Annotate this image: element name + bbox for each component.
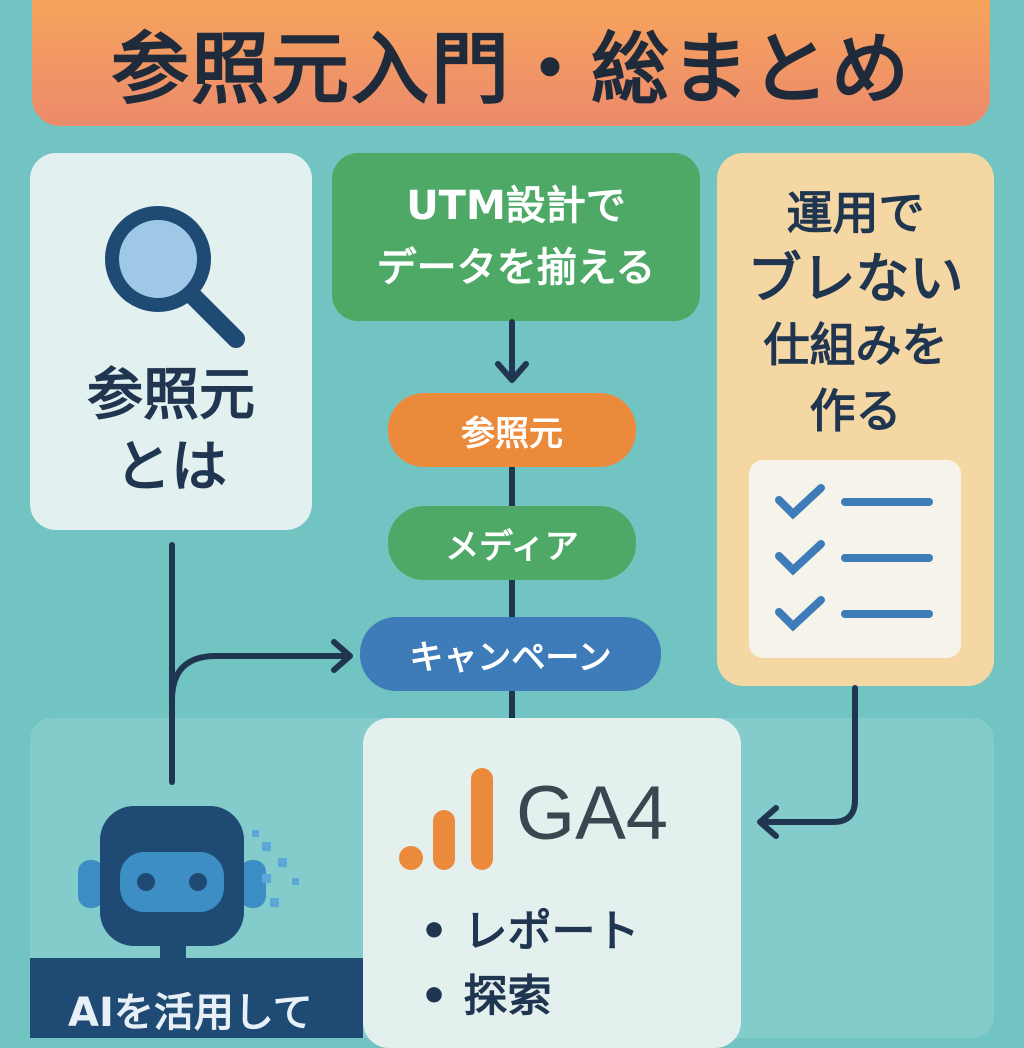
title-banner: 参照元入門・総まとめ (32, 0, 990, 126)
ga4-item-report: • レポート (420, 906, 640, 957)
checklist (749, 460, 961, 658)
checklist-icon (775, 484, 933, 632)
analytics-bars-icon (399, 768, 493, 870)
utm-line2: データを揃える (376, 245, 656, 291)
operation-line2: ブレない (747, 247, 964, 310)
pill-campaign: キャンペーン (360, 617, 661, 691)
pill-source: 参照元 (388, 393, 636, 467)
ga4-title: GA4 (516, 771, 669, 856)
operation-line1: 運用で (786, 186, 925, 240)
ga4-card (363, 718, 741, 1048)
ai-label: AIを活用して (68, 990, 313, 1036)
pill-source-label: 参照元 (461, 413, 563, 454)
operation-line3: 仕組みを (763, 318, 948, 372)
operation-card-title: 運用で ブレない 仕組みを 作る (717, 180, 994, 444)
referrer-line2: とは (115, 435, 227, 500)
pill-medium: メディア (388, 506, 636, 580)
utm-card: UTM設計で データを揃える (332, 153, 700, 321)
referrer-card (30, 153, 312, 530)
referrer-card-title: 参照元 とは (30, 360, 312, 504)
ga4-item-explore: • 探索 (420, 971, 552, 1022)
magnifier-icon (105, 206, 245, 348)
utm-line1: UTM設計で (406, 183, 626, 229)
page-title: 参照元入門・総まとめ (110, 25, 911, 115)
pill-medium-label: メディア (445, 526, 579, 567)
operation-line4: 作る (809, 384, 902, 438)
referrer-line1: 参照元 (87, 363, 255, 428)
pill-campaign-label: キャンペーン (409, 637, 612, 678)
robot-icon (78, 806, 299, 960)
ai-label-bar: AIを活用して (30, 958, 363, 1038)
